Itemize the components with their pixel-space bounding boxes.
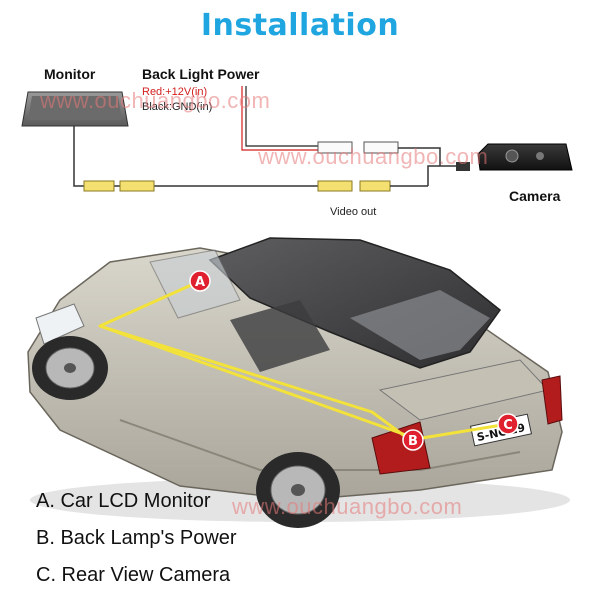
camera-label: Camera bbox=[509, 188, 561, 204]
black-wire-label: Black:GND(in) bbox=[142, 101, 213, 113]
watermark-3: www.ouchuangbo.com bbox=[232, 494, 463, 519]
front-wheel bbox=[32, 336, 108, 400]
camera-device bbox=[477, 143, 573, 171]
watermark-1: www.ouchuangbo.com bbox=[40, 88, 271, 113]
monitor-device bbox=[21, 91, 129, 127]
monitor-label: Monitor bbox=[44, 66, 96, 82]
marker-c: C bbox=[497, 413, 519, 435]
wiring-path bbox=[98, 280, 509, 442]
rear-wheel bbox=[256, 452, 340, 528]
rca-connector-right-2 bbox=[359, 180, 391, 192]
marker-b: B bbox=[402, 429, 424, 451]
rca-connector-left-1 bbox=[83, 180, 115, 192]
legend-item-a: A. Car LCD Monitor bbox=[36, 490, 211, 512]
marker-b-label: B bbox=[408, 434, 418, 449]
rca-connector-right-1 bbox=[317, 180, 353, 192]
page-title: Installation bbox=[200, 8, 400, 43]
video-out-label: Video out bbox=[330, 206, 377, 218]
marker-c-label: C bbox=[503, 418, 513, 433]
back-light-power-label: Back Light Power bbox=[142, 66, 260, 82]
legend-item-b: B. Back Lamp's Power bbox=[36, 527, 237, 549]
legend-item-c: C. Rear View Camera bbox=[36, 564, 231, 586]
power-connector-1 bbox=[317, 141, 353, 154]
rca-connector-left-2 bbox=[119, 180, 155, 192]
marker-a-label: A bbox=[195, 275, 205, 290]
car-illustration: S-NC 29 A B C bbox=[27, 237, 570, 528]
marker-a: A bbox=[189, 270, 211, 292]
watermark-2: www.ouchuangbo.com bbox=[258, 144, 489, 169]
red-wire-label: Red:+12V(in) bbox=[142, 86, 208, 98]
